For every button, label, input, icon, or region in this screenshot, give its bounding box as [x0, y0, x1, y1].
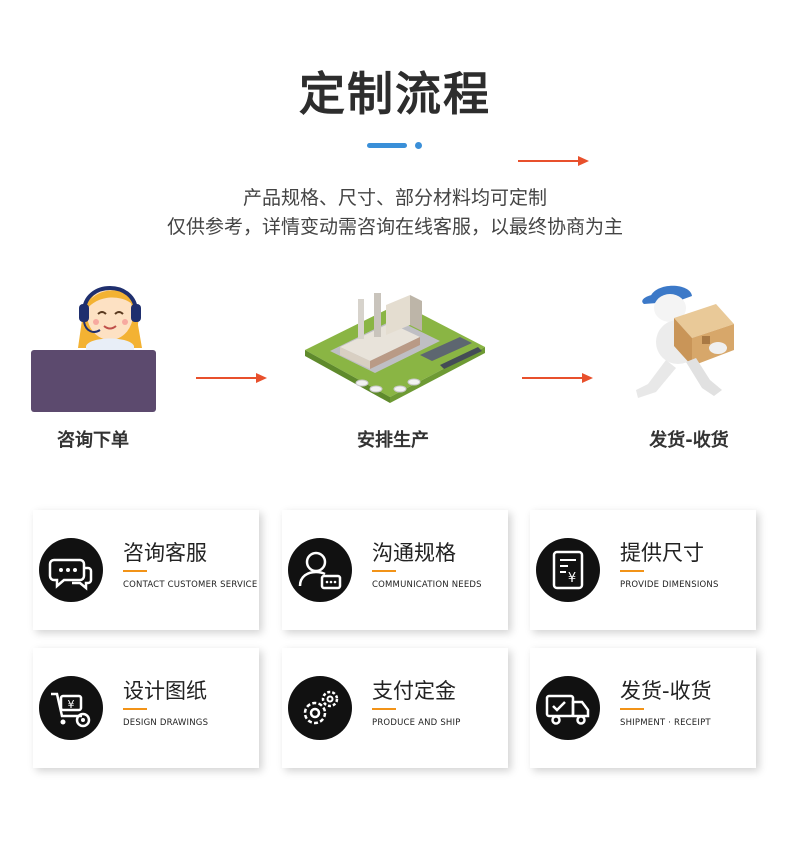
card-underline	[620, 570, 644, 572]
card-subtitle: PROVIDE DIMENSIONS	[620, 580, 719, 590]
subtitle-line-2: 仅供参考，详情变动需咨询在线客服，以最终协商为主	[166, 216, 623, 238]
card-dimensions: ¥ 提供尺寸 PROVIDE DIMENSIONS	[530, 510, 756, 630]
card-design-drawings: ¥ 设计图纸 DESIGN DRAWINGS	[33, 648, 259, 768]
card-title: 沟通规格	[372, 541, 456, 565]
card-shipment: 发货-收货 SHIPMENT · RECEIPT	[530, 648, 756, 768]
card-underline	[123, 708, 147, 710]
step-label-order: 咨询下单	[57, 430, 129, 451]
card-title: 支付定金	[372, 679, 456, 703]
card-underline	[372, 570, 396, 572]
subtitle-line-1: 产品规格、尺寸、部分材料均可定制	[242, 187, 547, 209]
factory-illustration	[305, 293, 485, 403]
card-subtitle: PRODUCE AND SHIP	[372, 718, 461, 728]
decorative-arrow-icon	[518, 156, 589, 166]
card-subtitle: DESIGN DRAWINGS	[123, 718, 209, 728]
card-title: 提供尺寸	[620, 541, 704, 565]
card-title: 发货-收货	[620, 679, 712, 703]
user-message-icon	[288, 538, 352, 602]
card-subtitle: COMMUNICATION NEEDS	[372, 580, 482, 590]
card-subtitle: CONTACT CUSTOMER SERVICE	[123, 580, 258, 590]
gears-icon	[288, 676, 352, 740]
card-underline	[620, 708, 644, 710]
delivery-person-illustration	[636, 285, 734, 398]
card-title: 咨询客服	[123, 541, 207, 565]
delivery-truck-icon	[536, 676, 600, 740]
card-subtitle: SHIPMENT · RECEIPT	[620, 718, 711, 728]
card-underline	[372, 708, 396, 710]
customer-service-agent-illustration	[31, 286, 156, 412]
step-label-delivery: 发货-收货	[649, 430, 729, 451]
page-title: 定制流程	[299, 67, 491, 121]
card-underline	[123, 570, 147, 572]
card-communication: 沟通规格 COMMUNICATION NEEDS	[282, 510, 508, 630]
card-contact-service: 咨询客服 CONTACT CUSTOMER SERVICE	[33, 510, 259, 630]
svg-text:¥: ¥	[68, 698, 75, 711]
document-yuan-icon: ¥	[536, 538, 600, 602]
svg-text:¥: ¥	[568, 571, 576, 586]
chat-bubbles-icon	[39, 538, 103, 602]
flow-arrow-icon	[522, 373, 593, 383]
step-label-production: 安排生产	[357, 430, 429, 451]
cart-yuan-icon: ¥	[39, 676, 103, 740]
flow-arrow-icon	[196, 373, 267, 383]
card-title: 设计图纸	[123, 679, 207, 703]
card-deposit: 支付定金 PRODUCE AND SHIP	[282, 648, 508, 768]
